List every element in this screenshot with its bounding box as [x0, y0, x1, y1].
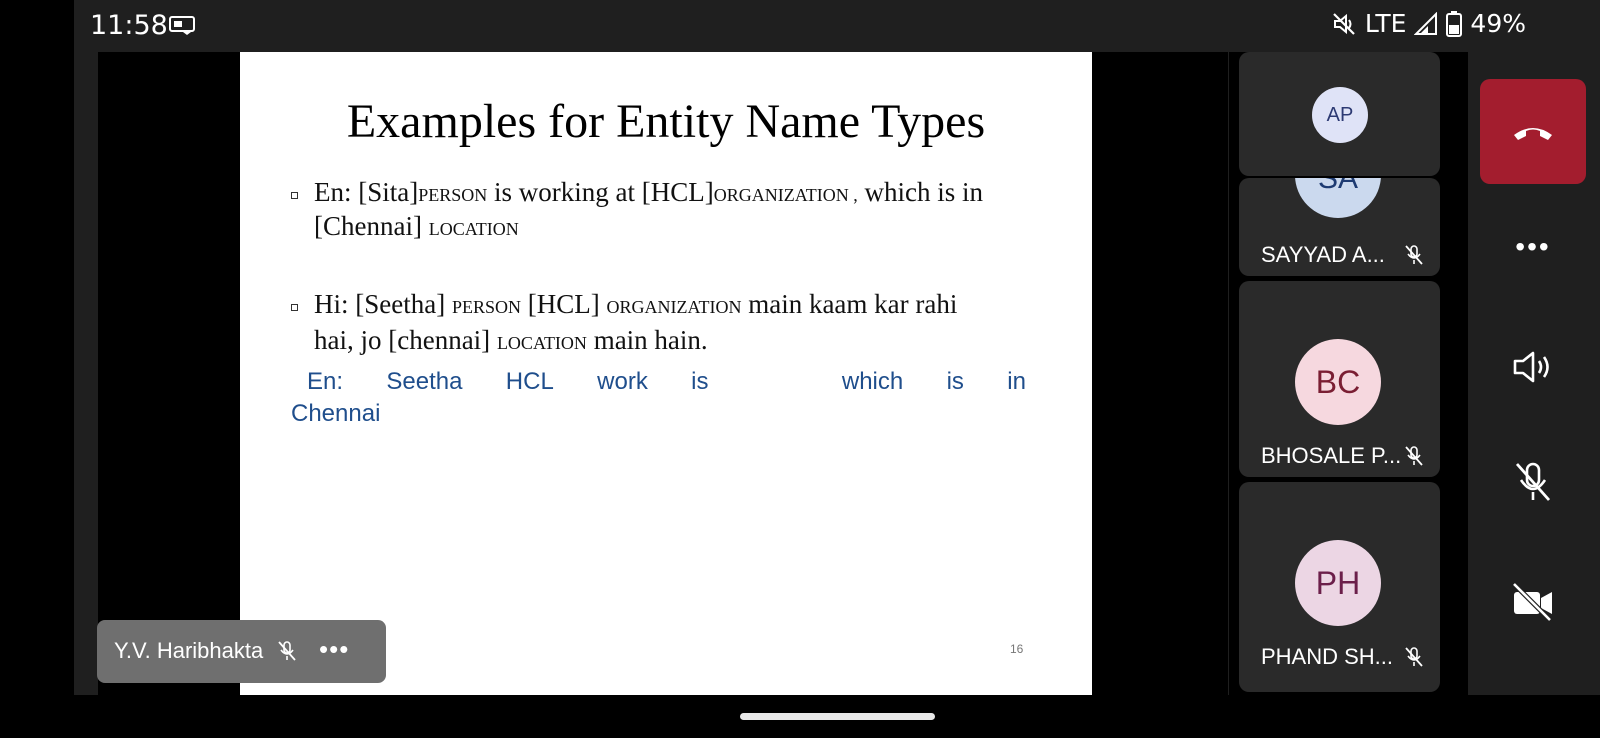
- speaker-label[interactable]: Y.V. Haribhakta •••: [97, 620, 386, 683]
- note-word: is: [946, 368, 964, 395]
- note-line-1: En: Seetha HCL work is which is in: [291, 366, 1026, 398]
- slide-page-number: 16: [1010, 642, 1024, 656]
- participant-tile[interactable]: AP: [1239, 52, 1440, 176]
- more-options-button[interactable]: •••: [319, 634, 350, 664]
- mic-off-icon: [278, 641, 296, 661]
- note-line-2: Chennai: [291, 400, 381, 427]
- call-controls: •••: [1468, 52, 1600, 695]
- clock: 11:58: [90, 10, 168, 41]
- speaker-button[interactable]: [1503, 342, 1563, 392]
- camera-button[interactable]: [1503, 577, 1563, 627]
- slide-note: En: Seetha HCL work is which is in Chenn…: [291, 366, 1026, 430]
- note-word: which: [841, 368, 904, 395]
- avatar: SA: [1295, 178, 1381, 218]
- bullet-1-line-1: En: [Sita]PERSON is working at [HCL]ORGA…: [314, 177, 983, 207]
- note-word: HCL: [505, 368, 554, 395]
- home-gesture-handle[interactable]: [740, 713, 935, 720]
- screencast-icon: [169, 16, 195, 35]
- mic-off-icon: [1405, 446, 1423, 466]
- battery-percent: 49%: [1470, 9, 1526, 38]
- end-call-icon: [1514, 127, 1552, 140]
- avatar: BC: [1295, 339, 1381, 425]
- more-options-button[interactable]: •••: [1515, 231, 1551, 262]
- signal-icon: [1414, 11, 1438, 35]
- bullet-2-line-1: Hi: [Seetha] PERSON [HCL] ORGANIZATION m…: [314, 289, 958, 319]
- note-word: En:: [307, 368, 344, 395]
- mic-button[interactable]: [1503, 457, 1563, 507]
- avatar: AP: [1312, 87, 1368, 143]
- participant-tile[interactable]: BC BHOSALE P...: [1239, 281, 1440, 477]
- note-word: in: [1007, 368, 1026, 395]
- note-word: is: [691, 368, 709, 395]
- status-bar: 11:58 LTE 49%: [74, 0, 1600, 52]
- bullet-marker: [291, 192, 298, 199]
- mic-off-icon: [1405, 245, 1423, 265]
- navigation-bar: [0, 695, 1600, 738]
- mute-icon: [1333, 12, 1355, 35]
- speaker-icon: [1513, 351, 1549, 383]
- note-word: work: [597, 368, 648, 395]
- status-icons: LTE 49%: [1331, 9, 1526, 38]
- avatar: PH: [1295, 540, 1381, 626]
- participant-name: SAYYAD A...: [1261, 242, 1385, 267]
- participants-panel: AP SA SAYYAD A... BC BHOSALE P...: [1230, 52, 1468, 695]
- bullet-marker: [291, 304, 298, 311]
- camera-off-icon: [1512, 582, 1552, 622]
- battery-icon: [1446, 10, 1463, 37]
- presentation-slide: Examples for Entity Name Types En: [Sita…: [240, 52, 1092, 695]
- bullet-2-line-2: hai, jo [chennai] LOCATION main hain.: [314, 325, 708, 355]
- note-word: Seetha: [386, 368, 463, 395]
- slide-title: Examples for Entity Name Types: [346, 95, 986, 148]
- participant-tile[interactable]: PH PHAND SH...: [1239, 482, 1440, 692]
- network-type: LTE: [1364, 9, 1407, 38]
- speaker-name: Y.V. Haribhakta: [114, 638, 264, 663]
- participant-name: PHAND SH...: [1261, 644, 1394, 669]
- bullet-1-line-2: [Chennai] LOCATION: [314, 211, 519, 241]
- end-call-button[interactable]: [1480, 79, 1586, 184]
- participant-tile[interactable]: SA SAYYAD A...: [1239, 178, 1440, 276]
- mic-off-icon: [1515, 462, 1551, 501]
- participant-name: BHOSALE P...: [1261, 443, 1402, 468]
- mic-off-icon: [1405, 647, 1423, 667]
